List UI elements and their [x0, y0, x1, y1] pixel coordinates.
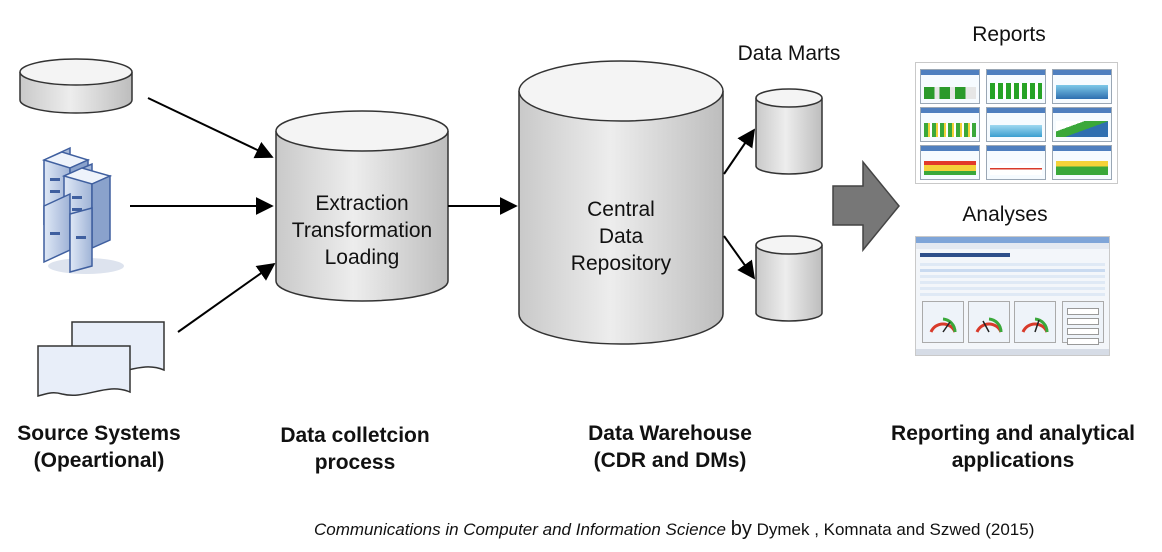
analyses-spreadsheet-thumbnail: [915, 236, 1110, 356]
data-mart-cylinder-bottom: [755, 235, 823, 322]
gauge-widget: [1014, 301, 1056, 343]
report-tile: [920, 145, 980, 180]
reporting-label-line2: applications: [951, 449, 1075, 472]
data-marts-heading: Data Marts: [737, 42, 841, 65]
caption-authors: Dymek , Komnata and Szwed (2015): [756, 520, 1035, 539]
source-systems-label: Source Systems (Opeartional): [0, 420, 198, 474]
gauge-widget: [968, 301, 1010, 343]
etl-line-transformation: Transformation: [291, 219, 433, 242]
data-collection-label-line2: process: [314, 451, 396, 474]
etl-line-extraction: Extraction: [315, 192, 409, 215]
warehouse-cylinder: [518, 60, 724, 345]
report-tile: [986, 107, 1046, 142]
source-systems-label-line1: Source Systems: [17, 422, 181, 445]
report-tile: [920, 107, 980, 142]
report-tile: [1052, 107, 1112, 142]
report-tile: [986, 69, 1046, 104]
report-tile: [1052, 69, 1112, 104]
report-tile: [1052, 145, 1112, 180]
warehouse-cylinder-text: Central Data Repository: [519, 196, 723, 277]
data-warehouse-label: Data Warehouse (CDR and DMs): [560, 420, 780, 474]
to-applications-block-arrow: [832, 159, 900, 253]
source-to-etl-arrows: [130, 97, 276, 333]
gauge-widget: [922, 301, 964, 343]
report-tile: [920, 69, 980, 104]
analyses-heading: Analyses: [962, 203, 1048, 226]
reports-heading: Reports: [972, 23, 1046, 46]
caption-by: by: [730, 518, 752, 540]
report-tile: [986, 145, 1046, 180]
reporting-label-line1: Reporting and analytical: [891, 422, 1135, 445]
etl-line-loading: Loading: [324, 246, 400, 269]
warehouse-to-marts-arrows: [723, 128, 756, 280]
reporting-label: Reporting and analytical applications: [866, 420, 1160, 474]
data-warehouse-label-line2: (CDR and DMs): [593, 449, 747, 472]
source-database-icon: [19, 58, 133, 114]
etl-cylinder-text: Extraction Transformation Loading: [276, 190, 448, 271]
source-documents-icon: [37, 321, 165, 397]
data-mart-cylinder-top: [755, 88, 823, 175]
data-collection-label: Data colletcion process: [260, 422, 450, 476]
reports-dashboard-thumbnail: [915, 62, 1118, 184]
warehouse-line-data: Data: [598, 225, 644, 248]
source-systems-label-line2: (Opeartional): [33, 449, 165, 472]
warehouse-line-repository: Repository: [570, 252, 672, 275]
source-servers-icon: [41, 146, 124, 274]
data-collection-label-line1: Data colletcion: [280, 424, 430, 447]
caption-journal: Communications in Computer and Informati…: [314, 520, 726, 539]
data-warehouse-label-line1: Data Warehouse: [588, 422, 752, 445]
citation-caption: Communications in Computer and Informati…: [314, 518, 1034, 541]
etl-cylinder: [275, 110, 449, 302]
warehouse-line-central: Central: [587, 198, 655, 221]
